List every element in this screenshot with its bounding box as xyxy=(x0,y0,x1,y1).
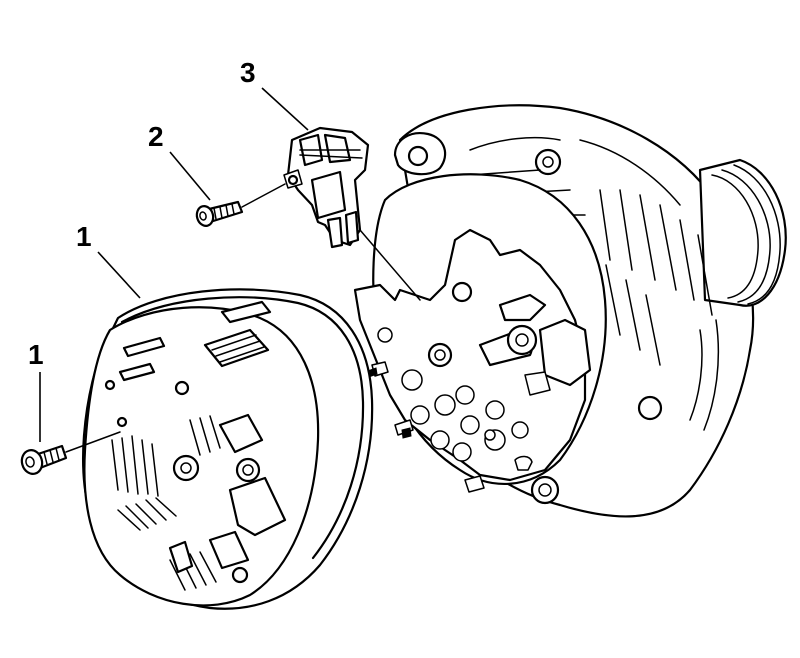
rectifier-plate xyxy=(353,228,592,493)
rear-cover xyxy=(82,288,374,610)
cover-bolt xyxy=(20,444,68,475)
callout-leaders xyxy=(39,87,309,442)
callout-bolt: 1 xyxy=(28,339,44,370)
callout-screw: 2 xyxy=(148,121,164,152)
voltage-regulator xyxy=(283,126,370,249)
assembly-lines xyxy=(65,183,421,453)
callout-cover: 1 xyxy=(76,221,92,252)
pulley xyxy=(698,158,787,307)
alternator-body xyxy=(353,104,787,518)
callout-regulator: 3 xyxy=(240,57,256,88)
vent-slots xyxy=(111,336,221,591)
regulator-screw xyxy=(195,200,244,227)
